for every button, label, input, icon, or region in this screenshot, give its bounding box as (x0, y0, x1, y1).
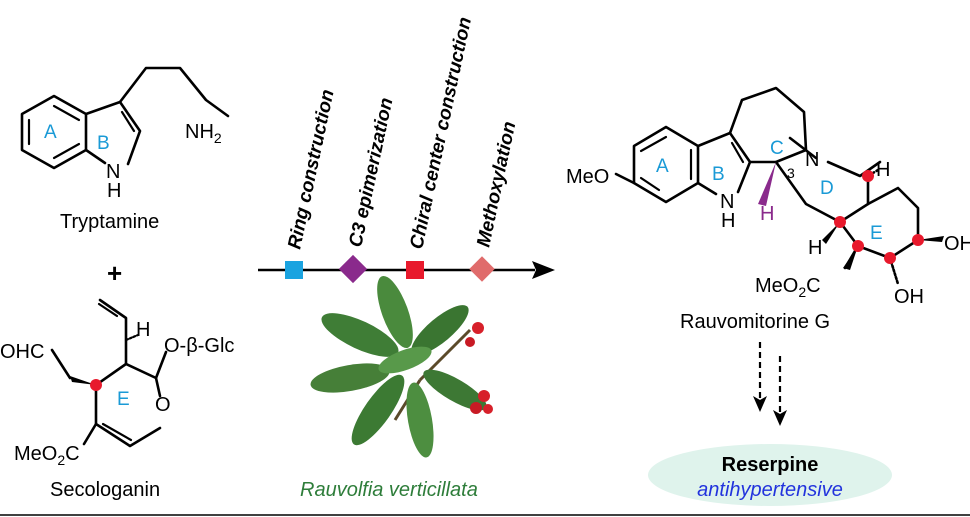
reserpine-name: Reserpine (722, 454, 819, 476)
stereocenter-dot (884, 252, 896, 264)
ring-oxygen-label: O (155, 394, 171, 416)
c3-h-wedge (758, 162, 776, 206)
indole-n-label: N (106, 161, 120, 183)
step-label-c3-epimerization: C3 epimerization (345, 96, 397, 249)
secologanin-structure: OHC H O-β-Glc E O MeO2C Secologanin (0, 298, 234, 501)
hydroxyl-1-label: OH (944, 233, 970, 255)
ring-b-label: B (712, 164, 725, 185)
ring-e-label: E (117, 389, 130, 410)
aldehyde-label: OHC (0, 341, 44, 363)
ring-b-label: B (97, 133, 110, 154)
secologanin-name: Secologanin (50, 479, 160, 501)
step-label-chiral-center: Chiral center construction (406, 15, 476, 251)
step-marker-ring-construction (285, 261, 303, 279)
ring-e-label: E (870, 223, 883, 244)
ring-a-label: A (656, 156, 669, 177)
plant-name: Rauvolfia verticillata (300, 479, 478, 501)
stereocenter-dot (834, 216, 846, 228)
rauvomitorine-structure: MeO A B C D E 3 N N H H H H OH OH MeO2C … (566, 86, 970, 333)
tryptamine-structure: A B NH2 N H Tryptamine (20, 66, 230, 233)
ring-d-label: D (820, 178, 834, 199)
c3-label: 3 (787, 165, 795, 181)
step-marker-methoxylation (469, 256, 495, 282)
ester-label: MeO2C (755, 275, 821, 300)
glucoside-label: O-β-Glc (164, 335, 234, 357)
timeline-arrow-head (532, 261, 555, 279)
step-label-methoxylation: Methoxylation (473, 120, 520, 249)
left-h-label: H (808, 237, 822, 259)
tryptamine-name: Tryptamine (60, 211, 159, 233)
step-marker-chiral-center (406, 261, 424, 279)
plant-illustration: Rauvolfia verticillata (300, 276, 493, 501)
step-marker-c3-epimerization (338, 254, 368, 284)
hydroxyl-2-label: OH (894, 286, 924, 308)
conversion-arrows (753, 342, 787, 426)
c3-h-label: H (760, 203, 774, 225)
stereocenter-dot (90, 379, 102, 391)
reserpine-activity: antihypertensive (697, 479, 843, 501)
timeline: Ring construction C3 epimerization Chira… (258, 15, 555, 284)
stereocenter-dot (852, 240, 864, 252)
product-name: Rauvomitorine G (680, 311, 830, 333)
stereocenter-dot (862, 170, 874, 182)
amine-label: NH2 (185, 121, 222, 146)
secologanin-h-label: H (136, 319, 150, 341)
stereocenter-dot (912, 234, 924, 246)
indole-h-label: H (107, 180, 121, 202)
ester-label: MeO2C (14, 443, 80, 468)
indole-h-label: H (721, 210, 735, 232)
ring-a-label: A (44, 122, 57, 143)
step-label-ring-construction: Ring construction (284, 88, 338, 251)
ring-c-label: C (770, 138, 784, 159)
indole-n-label: N (720, 191, 734, 213)
top-h-label: H (876, 159, 890, 181)
reserpine-bubble (648, 444, 892, 506)
plus-sign: + (107, 258, 122, 288)
tertiary-n-label: N (805, 149, 819, 171)
methoxy-label: MeO (566, 166, 609, 188)
